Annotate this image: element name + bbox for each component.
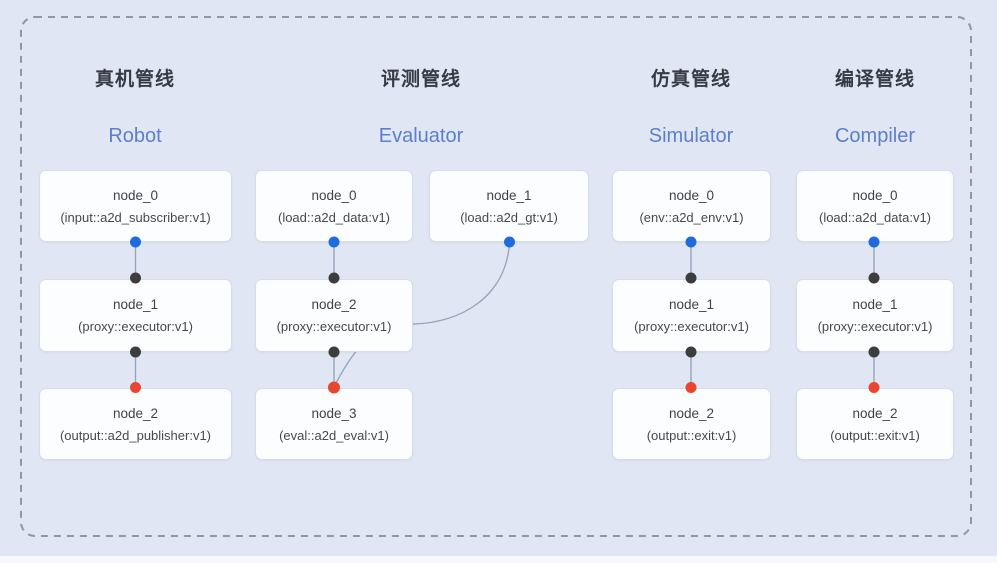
node-evaluator-node0: node_0 (load::a2d_data:v1) [255,170,413,242]
node-compiler-node1: node_1 (proxy::executor:v1) [796,279,954,352]
node-compiler-node2: node_2 (output::exit:v1) [796,388,954,460]
node-type: (load::a2d_data:v1) [818,209,932,225]
node-name: node_0 [852,187,898,203]
node-type: (output::exit:v1) [646,427,737,443]
node-type: (output::exit:v1) [830,427,920,443]
node-name: node_2 [311,297,357,312]
pipeline-title-zh-evaluator: 评测管线 [380,69,461,90]
node-robot-node0: node_0 (input::a2d_subscriber:v1) [39,170,232,242]
node-name: node_0 [112,187,159,203]
node-type: (load::a2d_data:v1) [277,209,391,225]
node-name: node_1 [668,297,715,312]
pipeline-title-en-compiler: Compiler [834,125,916,147]
node-type: (proxy::executor:v1) [634,319,749,334]
node-evaluator-node2: node_2 (proxy::executor:v1) [255,279,413,352]
node-name: node_0 [668,187,715,203]
node-simulator-node0: node_0 (env::a2d_env:v1) [612,170,771,242]
pipeline-title-zh-compiler: 编译管线 [834,69,915,90]
node-robot-node2: node_2 (output::a2d_publisher:v1) [39,388,232,460]
node-type: (output::a2d_publisher:v1) [59,427,212,443]
pipeline-title-en-robot: Robot [108,125,162,147]
node-name: node_2 [852,405,898,421]
node-evaluator-node3: node_3 (eval::a2d_eval:v1) [255,388,413,460]
node-evaluator-node1: node_1 (load::a2d_gt:v1) [429,170,589,242]
node-compiler-node0: node_0 (load::a2d_data:v1) [796,170,954,242]
node-name: node_1 [852,297,898,312]
node-simulator-node2: node_2 (output::exit:v1) [612,388,771,460]
node-type: (eval::a2d_eval:v1) [279,427,389,443]
node-name: node_2 [668,405,715,421]
node-name: node_1 [486,187,532,203]
node-name: node_1 [112,297,159,312]
node-type: (proxy::executor:v1) [276,319,392,334]
node-name: node_2 [112,405,159,421]
node-name: node_0 [311,187,357,203]
node-type: (proxy::executor:v1) [817,319,933,334]
bottom-strip [0,556,997,563]
node-type: (input::a2d_subscriber:v1) [60,209,211,225]
node-type: (env::a2d_env:v1) [639,209,744,225]
node-robot-node1: node_1 (proxy::executor:v1) [39,279,232,352]
node-type: (load::a2d_gt:v1) [460,209,558,225]
node-name: node_3 [311,405,357,421]
node-simulator-node1: node_1 (proxy::executor:v1) [612,279,771,352]
pipeline-title-zh-robot: 真机管线 [94,69,175,90]
node-type: (proxy::executor:v1) [78,319,193,334]
pipeline-title-en-evaluator: Evaluator [378,125,464,147]
